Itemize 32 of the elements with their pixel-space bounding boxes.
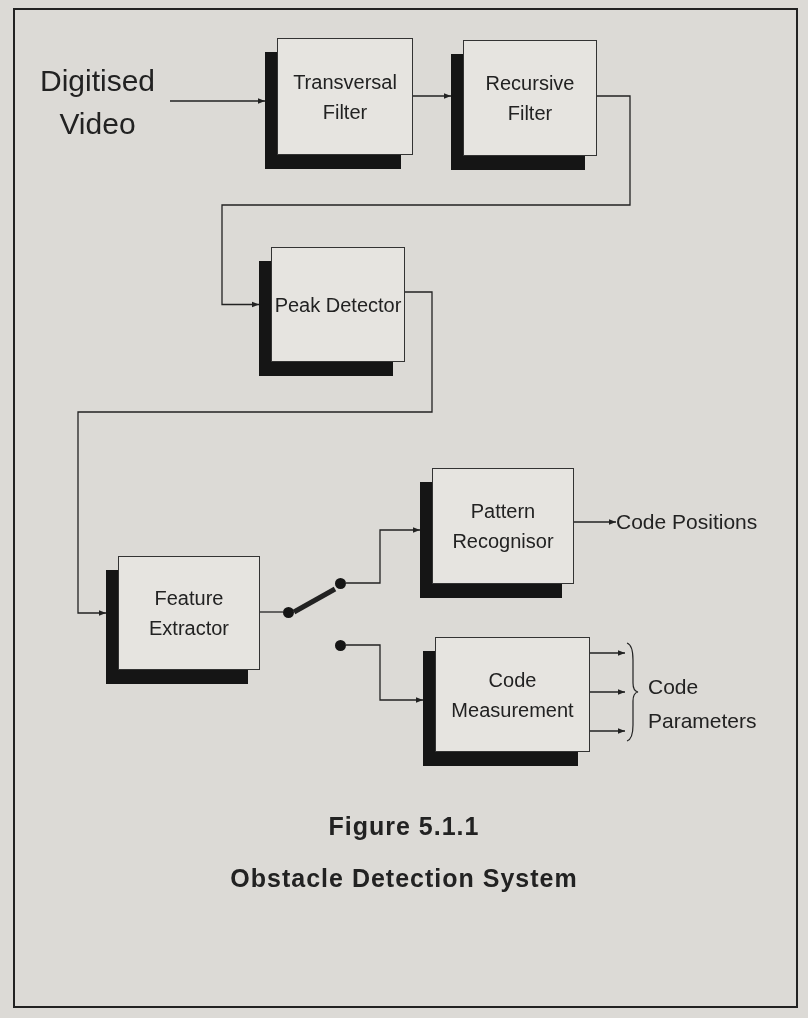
output-label: Code Positions [616,510,759,534]
switch-contact [335,578,346,589]
box-label: Transversal Filter [292,69,398,125]
arrow [412,93,452,99]
box-label: Pattern Recognisor [451,499,555,554]
process-box [106,556,260,684]
switch-contact [283,607,294,618]
arrow [345,644,424,703]
arrow [589,650,626,656]
box-label: Feature Extractor [148,586,230,641]
box-label: Peak Detector [274,292,402,318]
process-box [451,40,597,170]
process-box [265,38,413,169]
input-label: Digitised Video [38,62,157,142]
arrow [589,728,626,734]
connector-line [259,611,284,613]
switch-contact [335,640,346,651]
arrow [77,291,433,616]
arrow [589,689,626,695]
arrow [573,519,617,525]
arrow [169,98,266,104]
output-label: Code Parameters [648,674,758,734]
process-box [420,468,574,598]
arrow [345,527,421,584]
figure-number: Figure 5.1.1 [327,812,481,841]
arrow [221,95,631,308]
box-label: Recursive Filter [484,71,576,126]
process-box [423,637,590,766]
switch-lever [292,586,337,615]
process-box [259,247,405,376]
box-label: Code Measurement [450,667,575,723]
figure-caption: Obstacle Detection System [229,864,579,893]
